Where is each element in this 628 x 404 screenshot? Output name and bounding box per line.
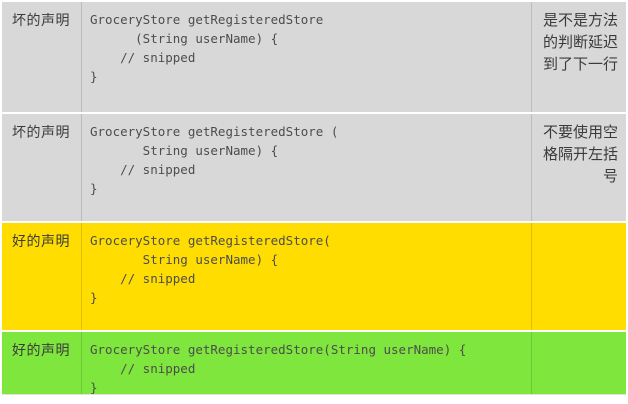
- code-cell: GroceryStore getRegisteredStore (String …: [81, 2, 531, 112]
- code-snippet: GroceryStore getRegisteredStore ( String…: [90, 124, 339, 196]
- declaration-type-label: 坏的声明: [12, 124, 70, 140]
- declaration-type-label: 坏的声明: [12, 12, 70, 28]
- code-cell: GroceryStore getRegisteredStore( String …: [81, 223, 531, 330]
- comment-text: 是不是方法的判断延迟到了下一行: [531, 2, 626, 112]
- declaration-type-label: 好的声明: [12, 342, 70, 358]
- table-row-good-green: 好的声明 GroceryStore getRegisteredStore(Str…: [2, 332, 626, 394]
- code-cell: GroceryStore getRegisteredStore ( String…: [81, 114, 531, 221]
- declaration-type-label: 好的声明: [12, 233, 70, 249]
- code-snippet: GroceryStore getRegisteredStore( String …: [90, 233, 331, 305]
- table-row-bad-2: 坏的声明 GroceryStore getRegisteredStore ( S…: [2, 114, 626, 221]
- code-snippet: GroceryStore getRegisteredStore (String …: [90, 12, 324, 84]
- table-row-good-yellow: 好的声明 GroceryStore getRegisteredStore( St…: [2, 223, 626, 330]
- table-row-bad-1: 坏的声明 GroceryStore getRegisteredStore (St…: [2, 2, 626, 112]
- code-snippet: GroceryStore getRegisteredStore(String u…: [90, 342, 467, 394]
- comment-text: [531, 223, 626, 330]
- style-comparison-table: 坏的声明 GroceryStore getRegisteredStore (St…: [2, 2, 626, 395]
- comment-text: 不要使用空格隔开左括号: [531, 114, 626, 221]
- comment-text: [531, 332, 626, 394]
- code-cell: GroceryStore getRegisteredStore(String u…: [81, 332, 531, 394]
